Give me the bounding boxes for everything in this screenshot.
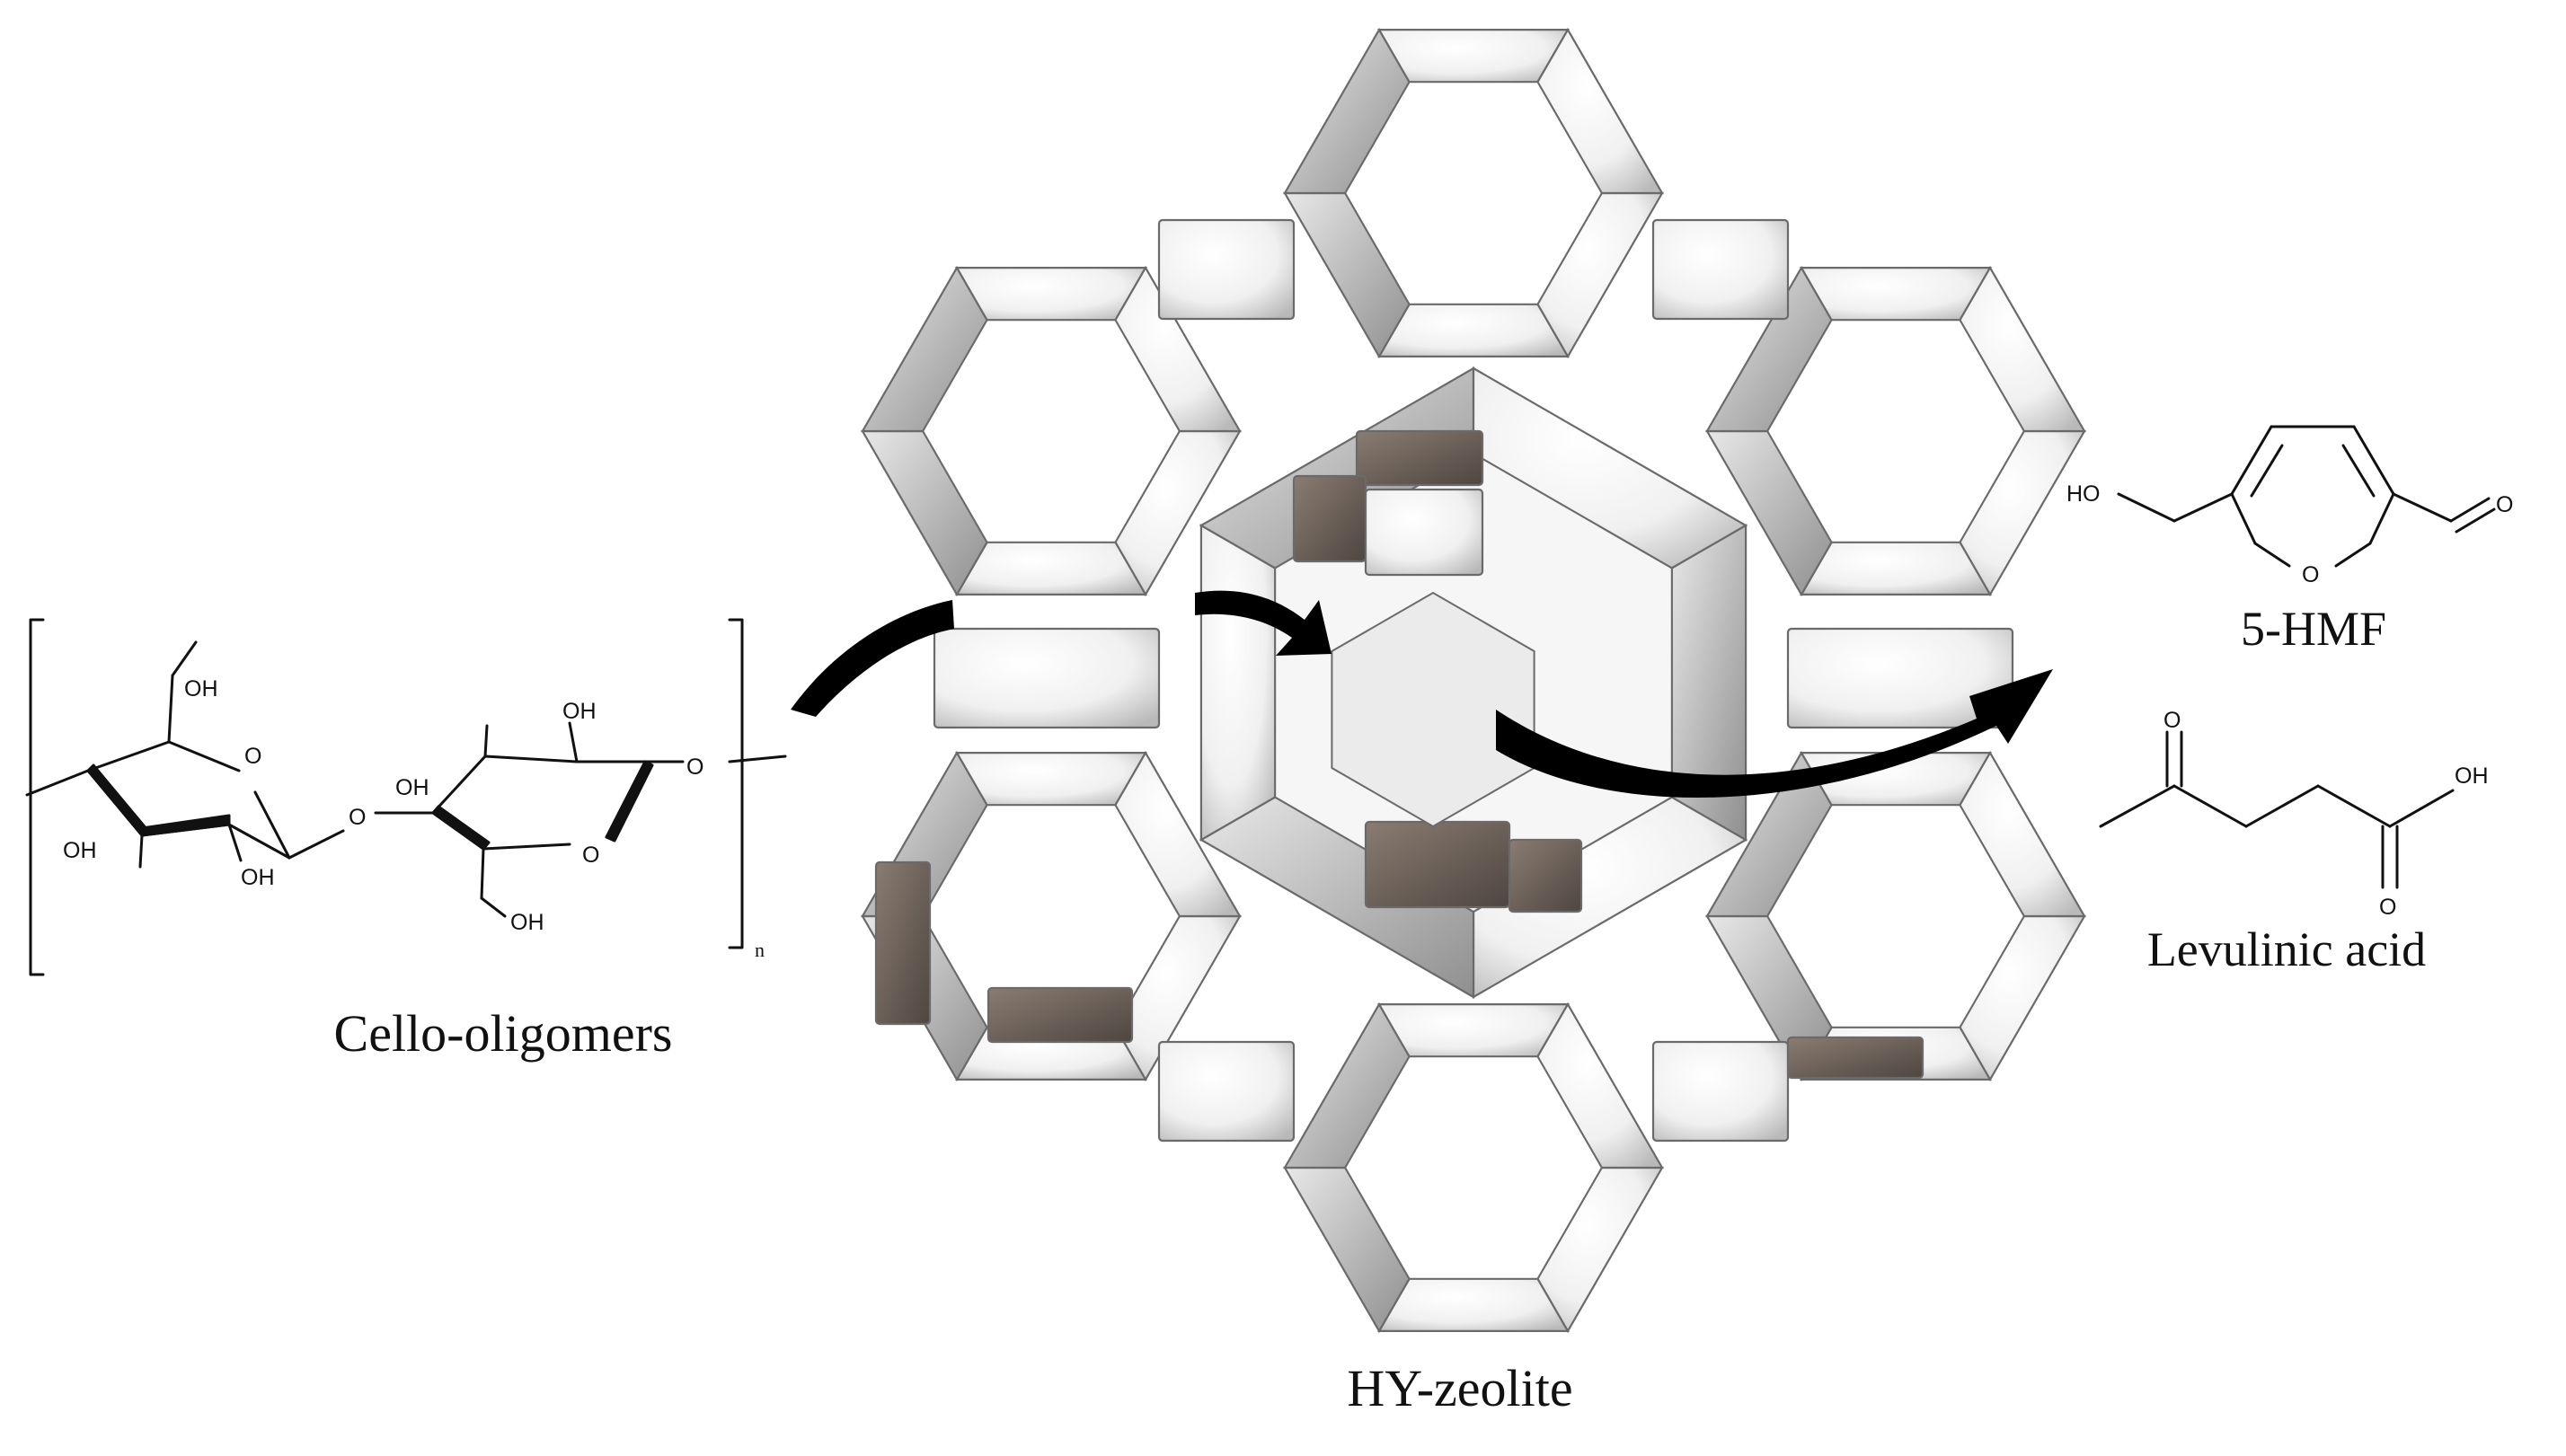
sodalite-cage-top-window xyxy=(1344,81,1603,305)
atom-oh: OH xyxy=(184,676,218,702)
cello-oligomer-structure xyxy=(25,618,787,976)
prism-link xyxy=(1651,218,1790,321)
atom-oh: OH xyxy=(562,699,597,724)
atom-o: O xyxy=(582,843,599,868)
inner-hexagon xyxy=(1331,591,1535,828)
sodalite-cage-lower-left-side-face xyxy=(955,751,1147,807)
atom-oh: OH xyxy=(510,910,544,935)
atom-o: O xyxy=(2379,895,2396,920)
prism-link xyxy=(933,627,1161,729)
inner-link-dark xyxy=(1355,429,1484,487)
repeat-subscript: n xyxy=(755,939,765,961)
sodalite-cage-top-side-face xyxy=(1377,303,1570,357)
sodalite-cage-bottom-side-face xyxy=(1377,1002,1570,1058)
atom-o: O xyxy=(244,744,261,769)
arrow-in-2 xyxy=(1195,590,1332,656)
sodalite-cage-upper-left-side-face xyxy=(955,267,1147,322)
left-bracket xyxy=(29,618,45,976)
sodalite-cage-bottom-window xyxy=(1344,1055,1603,1280)
inner-link xyxy=(1364,488,1484,577)
prism-link xyxy=(1157,1040,1296,1143)
reaction-arrows xyxy=(791,590,2053,799)
sodalite-cage-bottom-side-face xyxy=(1377,1277,1570,1333)
prism-link-dark xyxy=(987,986,1134,1044)
arrow-in-1 xyxy=(791,600,954,717)
atom-o: O xyxy=(2163,708,2181,733)
glucose-ring-2 xyxy=(374,721,685,918)
glucose-ring-1 xyxy=(86,640,345,869)
atom-oh: OH xyxy=(2455,763,2489,789)
levulinic-acid-structure xyxy=(2099,730,2455,889)
prism-link xyxy=(1157,218,1296,321)
prism-link-dark xyxy=(874,860,932,1026)
inner-link-dark xyxy=(1364,820,1511,909)
cello-atom-labels: OH O OH OH O OH OH O O OH xyxy=(63,676,703,935)
atom-ho: HO xyxy=(2066,481,2101,507)
atom-oh: OH xyxy=(241,865,275,890)
arrow-out xyxy=(1496,669,2053,799)
catalyst-label: HY-zeolite xyxy=(1347,1359,1572,1417)
sodalite-cage-upper-right-side-face xyxy=(1800,267,1992,322)
sodalite-cage-upper-right-window xyxy=(1766,319,2025,543)
atom-o: O xyxy=(349,805,366,830)
zeolite-framework xyxy=(861,27,2086,1334)
atom-o: O xyxy=(686,754,703,780)
hmf-structure xyxy=(2117,425,2496,568)
sodalite-cage-top-side-face xyxy=(1377,28,1570,84)
sodalite-cage-upper-left-side-face xyxy=(955,541,1147,596)
sodalite-cage-upper-right-side-face xyxy=(1800,541,1992,596)
reactant-label: Cello-oligomers xyxy=(334,1004,673,1063)
product-label-hmf: 5-HMF xyxy=(2241,602,2386,656)
prism-link xyxy=(1786,627,2014,729)
atom-oh: OH xyxy=(395,775,429,800)
inner-link-dark xyxy=(1292,474,1367,563)
atom-o: O xyxy=(2496,492,2513,517)
product-label-levulinic-acid: Levulinic acid xyxy=(2147,922,2426,976)
prism-link-dark xyxy=(1786,1036,1924,1080)
sodalite-cage-lower-right-window xyxy=(1766,804,2025,1028)
right-bracket xyxy=(728,618,744,949)
sodalite-cage-upper-left-window xyxy=(922,319,1181,543)
prism-link xyxy=(1651,1040,1790,1143)
atom-oh: OH xyxy=(63,838,97,863)
inner-link-dark xyxy=(1508,838,1583,913)
atom-o: O xyxy=(2302,562,2319,587)
central-ring-face xyxy=(1199,524,1277,842)
